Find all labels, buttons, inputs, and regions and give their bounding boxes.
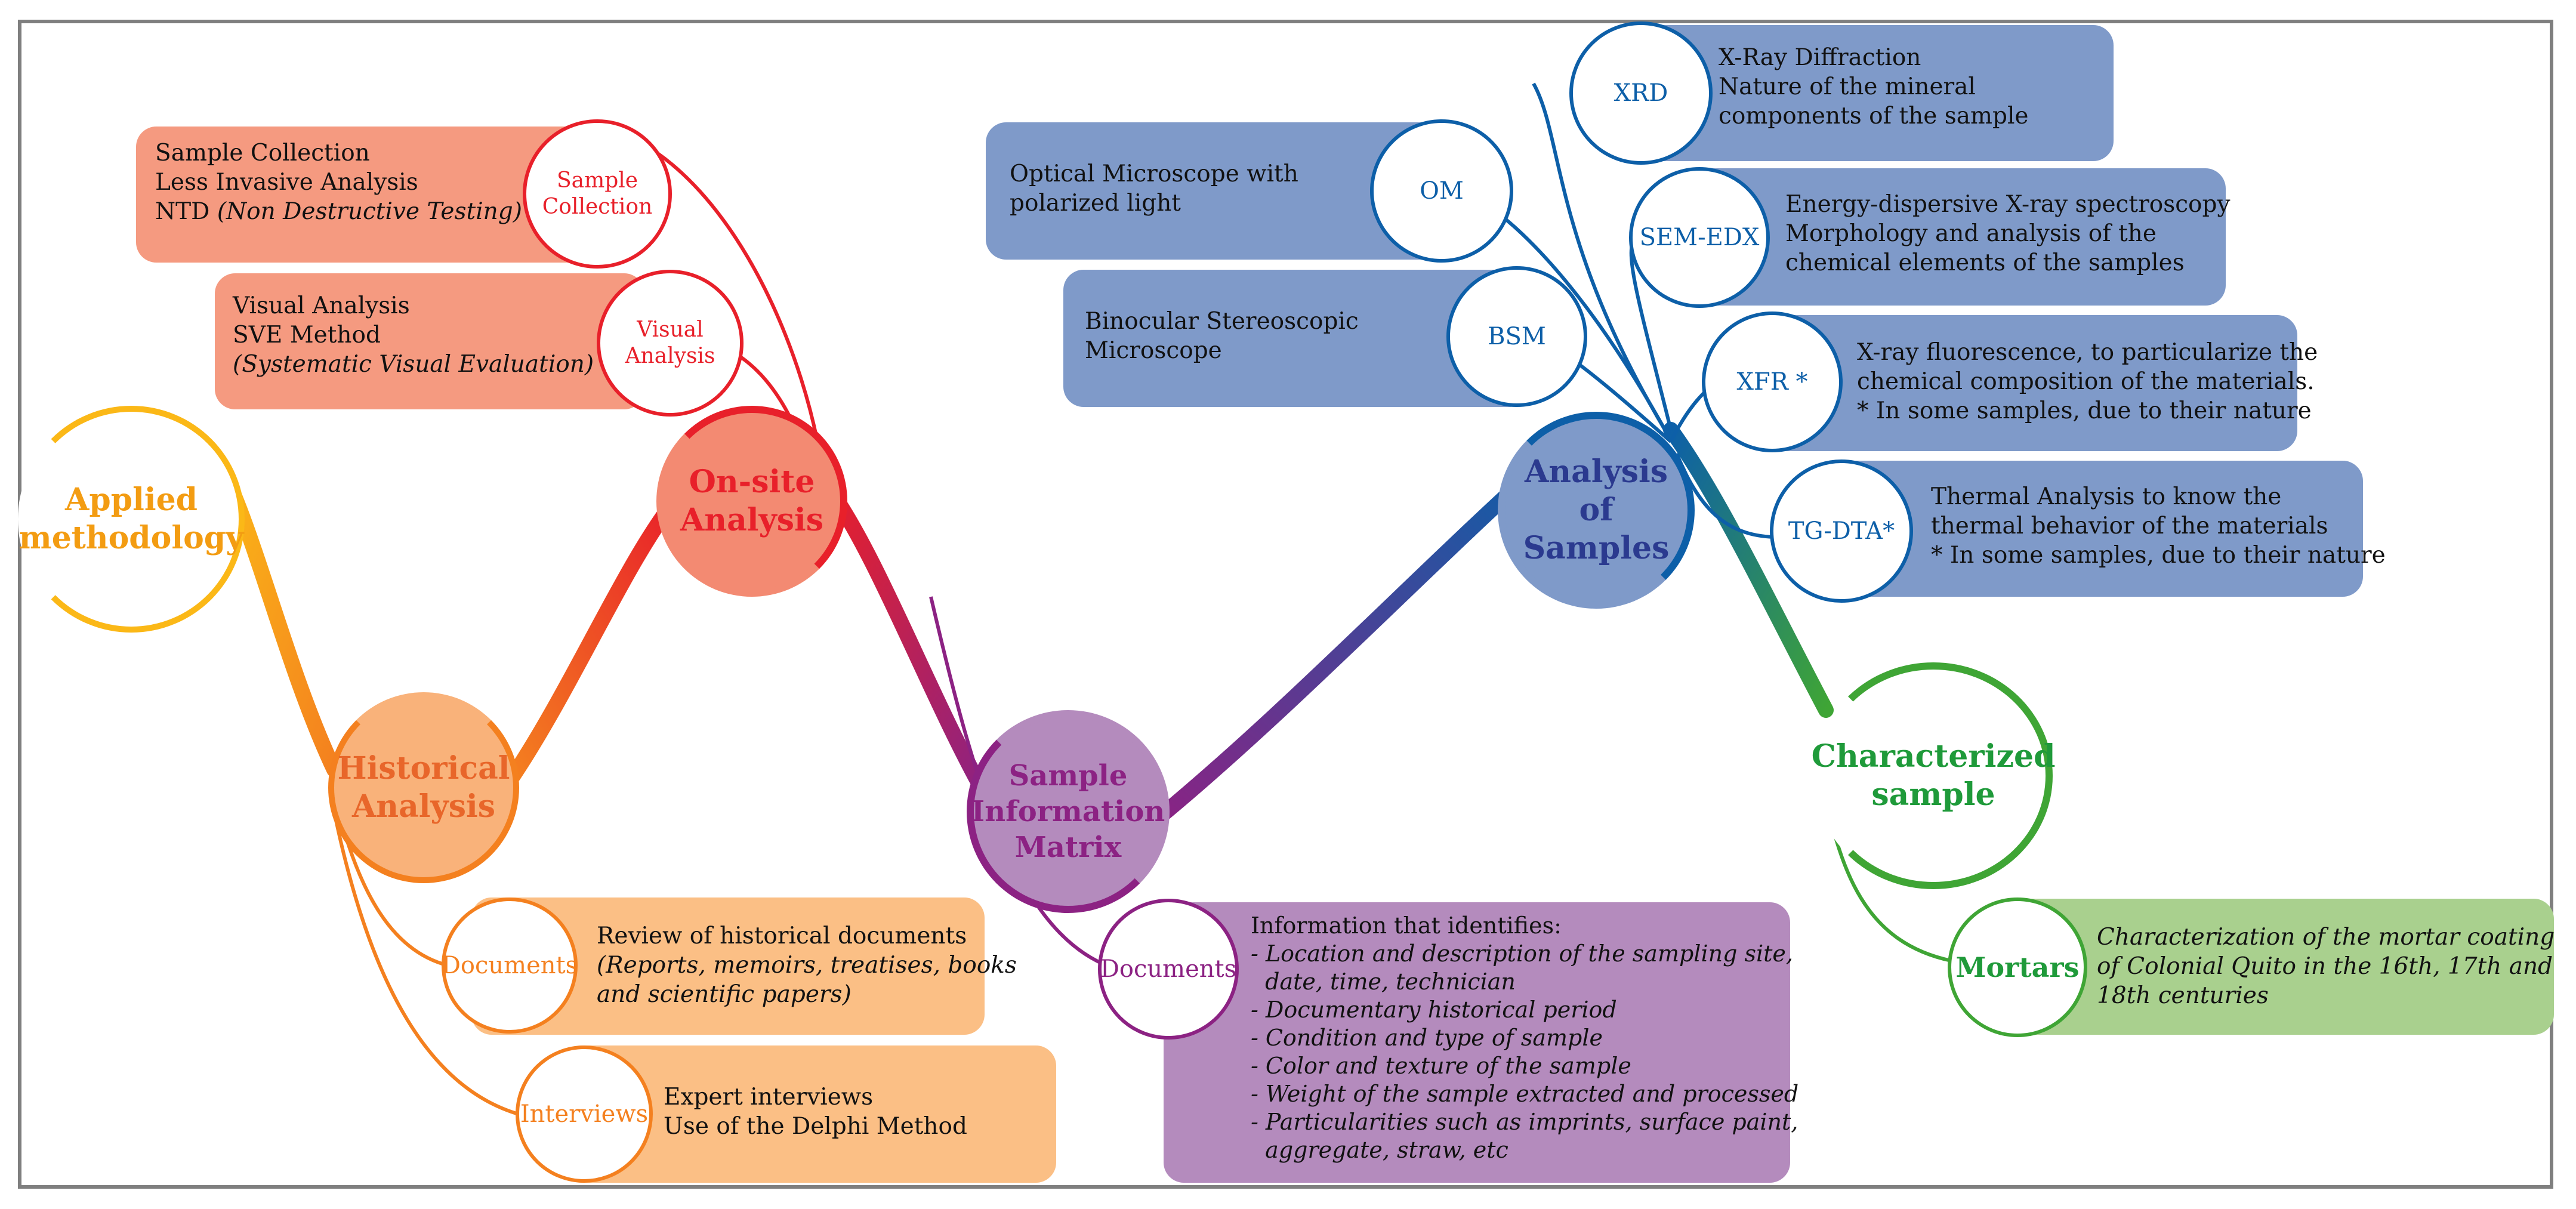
matrix-documents-item-5: - Color and texture of the sample bbox=[1251, 1053, 1631, 1079]
xrd-text-1: X-Ray Diffraction bbox=[1719, 44, 1921, 71]
sem-edx-circle: SEM-EDX bbox=[1629, 167, 1770, 308]
bsm-text-2: Microscope bbox=[1085, 337, 1222, 364]
matrix-documents-item-8: aggregate, straw, etc bbox=[1251, 1137, 1508, 1163]
matrix-documents-circle: Documents bbox=[1098, 899, 1239, 1040]
om-circle-label: OM bbox=[1420, 177, 1464, 205]
interviews-circle: Interviews bbox=[516, 1045, 653, 1183]
applied-line1: Applied bbox=[65, 482, 198, 518]
interviews-circle-label: Interviews bbox=[520, 1100, 649, 1128]
om-text-2: polarized light bbox=[1010, 190, 1181, 217]
historical-documents-text-1: Review of historical documents bbox=[597, 923, 967, 949]
xfr-circle: XFR * bbox=[1702, 311, 1843, 452]
matrix-documents-circle-label: Documents bbox=[1100, 955, 1237, 983]
sample-collection-circle-line1: Sample bbox=[556, 168, 638, 193]
analysis-line2: Samples bbox=[1523, 530, 1670, 566]
visual-analysis-circle-line2: Analysis bbox=[625, 344, 715, 368]
tgdta-text-1: Thermal Analysis to know the bbox=[1931, 483, 2282, 510]
xrd-circle-label: XRD bbox=[1614, 79, 1668, 107]
tgdta-text-2: thermal behavior of the materials bbox=[1931, 513, 2328, 539]
visual-analysis-text-1: Visual Analysis bbox=[233, 292, 410, 319]
main-connector-onsite-matrix bbox=[822, 482, 992, 801]
sample-collection-text-2: Less Invasive Analysis bbox=[155, 169, 418, 196]
matrix-documents-item-1: - Location and description of the sampli… bbox=[1251, 940, 1793, 967]
diagram-frame bbox=[18, 20, 2553, 1189]
om-box: Optical Microscope with polarized light bbox=[986, 122, 1439, 260]
matrix-documents-item-6: - Weight of the sample extracted and pro… bbox=[1251, 1081, 1799, 1107]
sem-text-1: Energy-dispersive X-ray spectroscopy bbox=[1785, 191, 2231, 218]
mortars-text-2: of Colonial Quito in the 16th, 17th and bbox=[2097, 953, 2553, 980]
characterized-line1: Characterized bbox=[1811, 738, 2056, 775]
visual-analysis-text-3: (Systematic Visual Evaluation) bbox=[233, 351, 594, 378]
tgdta-circle-label: TG-DTA* bbox=[1788, 517, 1895, 545]
matrix-documents-item-2: date, time, technician bbox=[1251, 969, 1516, 995]
matrix-documents-title: Information that identifies: bbox=[1251, 912, 1562, 939]
matrix-documents-item-3: - Documentary historical period bbox=[1251, 997, 1617, 1023]
matrix-line1: Sample bbox=[1008, 759, 1128, 792]
visual-analysis-circle-line1: Visual bbox=[637, 317, 704, 342]
matrix-documents-item-4: - Condition and type of sample bbox=[1251, 1025, 1603, 1051]
xrd-text-3: components of the sample bbox=[1719, 103, 2029, 129]
mortars-circle: Mortars bbox=[1948, 898, 2087, 1037]
interviews-text-1: Expert interviews bbox=[664, 1084, 874, 1111]
historical-line1: Historical bbox=[337, 750, 510, 787]
historical-documents-circle-label: Documents bbox=[441, 952, 578, 979]
xrd-text-2: Nature of the mineral bbox=[1719, 73, 1976, 100]
onsite-line2: Analysis bbox=[680, 502, 824, 538]
mortars-text-3: 18th centuries bbox=[2097, 982, 2269, 1009]
mortars-text-1: Characterization of the mortar coating bbox=[2097, 924, 2555, 951]
sample-collection-text-1: Sample Collection bbox=[155, 140, 370, 166]
xfr-box: X-ray fluorescence, to particularize the… bbox=[1766, 315, 2318, 451]
bsm-circle-label: BSM bbox=[1488, 323, 1546, 350]
interviews-text-2: Use of the Delphi Method bbox=[664, 1113, 967, 1140]
historical-documents-text-3: and scientific papers) bbox=[597, 981, 852, 1008]
om-circle: OM bbox=[1370, 119, 1513, 263]
tg-dta-box: Thermal Analysis to know the thermal beh… bbox=[1838, 461, 2386, 597]
sample-collection-text-3a: NTD bbox=[155, 198, 217, 225]
tgdta-text-3: * In some samples, due to their nature bbox=[1931, 542, 2386, 569]
historical-documents-text-2: (Reports, memoirs, treatises, books bbox=[597, 952, 1017, 979]
bsm-text-1: Binocular Stereoscopic bbox=[1085, 308, 1359, 335]
main-connector-analysis-characterized bbox=[1663, 422, 1834, 718]
visual-analysis-box: Visual Analysis SVE Method (Systematic V… bbox=[215, 273, 644, 409]
mortars-circle-label: Mortars bbox=[1955, 951, 2080, 983]
matrix-line2: Information bbox=[971, 795, 1165, 828]
om-text-1: Optical Microscope with bbox=[1010, 161, 1298, 187]
bsm-circle: BSM bbox=[1446, 266, 1587, 407]
analysis-line1: Analysis of bbox=[1524, 454, 1668, 528]
sem-edx-box: Energy-dispersive X-ray spectroscopy Mor… bbox=[1695, 168, 2231, 306]
sem-text-2: Morphology and analysis of the bbox=[1785, 220, 2157, 247]
sample-collection-circle-line2: Collection bbox=[542, 195, 653, 219]
visual-analysis-text-2: SVE Method bbox=[233, 322, 381, 348]
main-connector-historical-onsite bbox=[505, 494, 682, 784]
matrix-line3: Matrix bbox=[1014, 831, 1122, 864]
xfr-circle-label: XFR * bbox=[1736, 368, 1808, 396]
sem-text-3: chemical elements of the samples bbox=[1785, 249, 2185, 276]
xfr-text-3: * In some samples, due to their nature bbox=[1857, 397, 2312, 424]
characterized-line2: sample bbox=[1871, 776, 1995, 813]
applied-line2: methodology bbox=[18, 520, 244, 556]
historical-line2: Analysis bbox=[351, 788, 496, 825]
xfr-text-2: chemical composition of the materials. bbox=[1857, 368, 2315, 395]
main-connector-matrix-analysis bbox=[1144, 458, 1547, 831]
matrix-documents-box: Information that identifies: - Location … bbox=[1164, 902, 1798, 1183]
tg-dta-circle: TG-DTA* bbox=[1770, 459, 1913, 603]
xrd-circle: XRD bbox=[1569, 21, 1713, 165]
onsite-line1: On-site bbox=[689, 464, 815, 500]
matrix-documents-item-7: - Particularities such as imprints, surf… bbox=[1251, 1109, 1798, 1135]
sem-circle-label: SEM-EDX bbox=[1639, 224, 1760, 251]
sample-collection-text-3b: (Non Destructive Testing) bbox=[217, 198, 522, 225]
xfr-text-1: X-ray fluorescence, to particularize the bbox=[1857, 339, 2318, 366]
historical-documents-circle: Documents bbox=[442, 898, 578, 1034]
